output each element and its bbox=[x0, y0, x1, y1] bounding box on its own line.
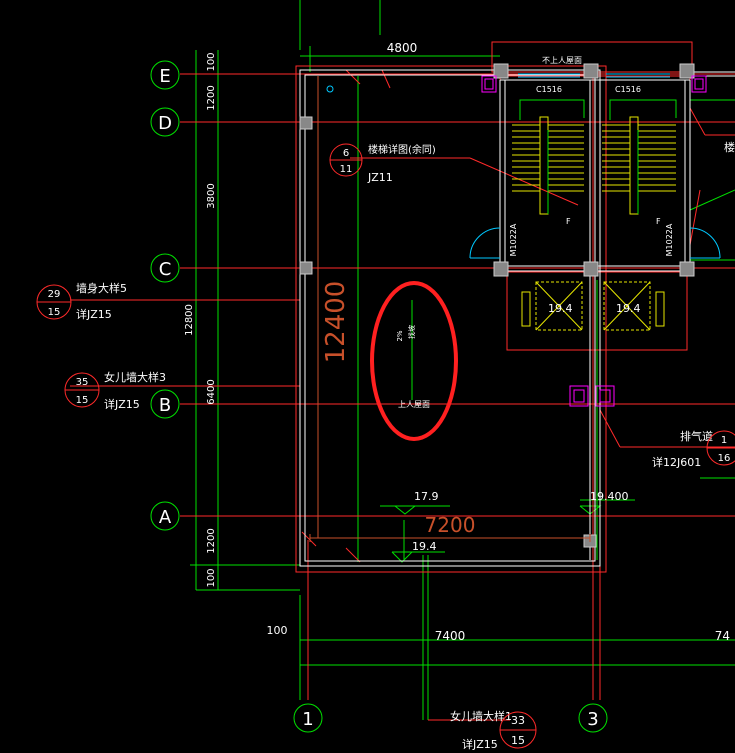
windows bbox=[469, 73, 721, 259]
detail-marker-33-15-top: 33 bbox=[511, 714, 525, 727]
label-jz11: JZ11 bbox=[367, 171, 393, 184]
axis-label-a: A bbox=[159, 507, 172, 528]
stair-arrows bbox=[519, 99, 677, 214]
axis-label-e: E bbox=[159, 66, 170, 87]
label-stair-detail: 楼梯详图(余同) bbox=[368, 143, 436, 156]
label-stair-f-a: F bbox=[566, 217, 571, 226]
label-detail-jz15-b: 详JZ15 bbox=[104, 397, 140, 411]
detail-marker-33-15-bottom: 15 bbox=[511, 734, 525, 747]
label-elev-19-4-a: 19.4 bbox=[548, 302, 573, 315]
detail-marker-29-15: 29 15 bbox=[36, 284, 72, 320]
detail-marker-1-16-top: 1 bbox=[721, 435, 727, 446]
label-elev-17-9: 17.9 bbox=[414, 490, 439, 503]
dim-7400: 7400 bbox=[435, 629, 466, 643]
label-detail-12j601: 详12J601 bbox=[652, 455, 701, 469]
axis-bubble-3: 3 bbox=[578, 703, 608, 733]
detail-marker-1-16-bottom: 16 bbox=[718, 453, 731, 464]
dim-100-top: 100 bbox=[206, 52, 217, 71]
dim-1200-top: 1200 bbox=[206, 85, 217, 110]
label-door-m1022a-a: M1022A bbox=[509, 223, 518, 256]
drain-circle bbox=[326, 85, 334, 93]
dim-3800: 3800 bbox=[206, 183, 217, 208]
label-vent: 排气道 bbox=[680, 429, 713, 443]
label-parapet-detail-1: 女儿墙大样1 bbox=[450, 709, 512, 723]
dim-7200: 7200 bbox=[425, 513, 476, 537]
label-stair-f-b: F bbox=[656, 217, 661, 226]
axis-bubble-b: B bbox=[150, 389, 180, 419]
detail-marker-6-11: 6 11 bbox=[329, 143, 363, 177]
dim-6400: 6400 bbox=[206, 379, 217, 404]
label-slope-sub: 找坡 bbox=[407, 325, 416, 339]
dim-4800: 4800 bbox=[387, 41, 418, 55]
label-slope-2pct: 2% bbox=[396, 330, 404, 341]
axis-bubble-1: 1 bbox=[293, 703, 323, 733]
label-elev-19-400: 19.400 bbox=[590, 490, 629, 503]
label-roof-no-access: 不上人屋面 bbox=[542, 56, 582, 65]
axis-lines bbox=[70, 41, 735, 721]
label-right-cut: 楼 bbox=[724, 140, 735, 154]
axis-label-3: 3 bbox=[587, 709, 598, 730]
columns bbox=[299, 63, 695, 548]
axis-bubble-e: E bbox=[150, 60, 180, 90]
label-detail-jz15-c: 详JZ15 bbox=[462, 737, 498, 751]
label-window-c1516-b: C1516 bbox=[615, 85, 641, 94]
detail-marker-29-15-top: 29 bbox=[48, 289, 61, 300]
label-roof-access: 上人屋面 bbox=[398, 400, 430, 409]
label-detail-jz15-a: 详JZ15 bbox=[76, 307, 112, 321]
dim-12400: 12400 bbox=[321, 281, 351, 364]
label-window-c1516-a: C1516 bbox=[536, 85, 562, 94]
detail-marker-35-15-bottom: 15 bbox=[76, 395, 89, 406]
detail-marker-6-11-top: 6 bbox=[343, 148, 349, 159]
detail-marker-35-15: 35 15 bbox=[64, 372, 100, 408]
detail-marker-33-15: 33 15 bbox=[499, 711, 537, 749]
dim-1200-bottom: 1200 bbox=[206, 528, 217, 553]
label-door-m1022a-b: M1022A bbox=[665, 223, 674, 256]
label-parapet-detail-3: 女儿墙大样3 bbox=[104, 370, 166, 384]
detail-marker-6-11-bottom: 11 bbox=[340, 164, 353, 175]
axis-bubble-c: C bbox=[150, 253, 180, 283]
axis-label-c: C bbox=[159, 259, 172, 280]
dim-100-horizontal: 100 bbox=[267, 624, 288, 637]
detail-marker-1-16: 1 16 bbox=[706, 430, 735, 466]
dim-12800: 12800 bbox=[184, 304, 195, 336]
highlight-ellipse bbox=[370, 281, 458, 441]
dim-74-cut: 74 bbox=[715, 629, 730, 643]
dim-100-bottom: 100 bbox=[206, 568, 217, 587]
stair-treads bbox=[512, 116, 676, 331]
label-elev-19-4-b: 19.4 bbox=[616, 302, 641, 315]
axis-label-d: D bbox=[158, 113, 172, 134]
detail-marker-29-15-bottom: 15 bbox=[48, 307, 61, 318]
walls bbox=[299, 69, 735, 567]
axis-label-b: B bbox=[159, 395, 171, 416]
axis-bubble-d: D bbox=[150, 107, 180, 137]
overall-dim-frame bbox=[309, 76, 591, 542]
label-wall-detail-5: 墙身大样5 bbox=[76, 281, 127, 295]
magenta-vents bbox=[481, 75, 707, 407]
axis-bubble-a: A bbox=[150, 501, 180, 531]
axis-label-1: 1 bbox=[302, 709, 313, 730]
label-elev-19-4-bottom: 19.4 bbox=[412, 540, 437, 553]
detail-marker-35-15-top: 35 bbox=[76, 377, 89, 388]
